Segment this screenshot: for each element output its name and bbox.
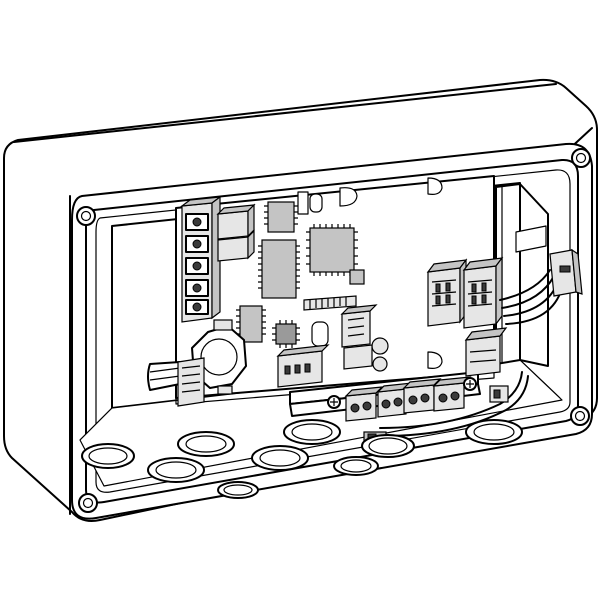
electrolytic-capacitors [371, 337, 389, 372]
pluggable-terminal-4 [432, 376, 472, 412]
mounting-hole-top-left [76, 206, 96, 226]
side-wire-connector [549, 248, 583, 297]
cable-gland-bottom-2 [177, 431, 235, 457]
terminal-screw-2 [185, 235, 209, 253]
cable-gland-bottom-3 [283, 419, 341, 445]
terminal-screw-1 [185, 213, 209, 231]
terminal-screw-4 [185, 279, 209, 297]
cable-gland-front-4 [217, 481, 259, 499]
board-post-lower-right [427, 351, 443, 369]
chip-small-lower [236, 305, 266, 343]
pin-header-center [276, 344, 330, 388]
mounting-hole-bottom-right [570, 406, 590, 426]
right-partition [495, 183, 549, 367]
board-post-top [339, 187, 358, 207]
connector-center-lower [343, 344, 373, 370]
battery-clip-top [213, 319, 233, 331]
lid-mounting-holes [76, 148, 591, 513]
board-post-right [427, 177, 443, 195]
small-sensor-block [489, 385, 509, 403]
crystal-oscillator [311, 321, 329, 347]
cable-gland-front-2 [251, 445, 309, 471]
right-terminal-module-2 [462, 256, 504, 329]
rail-clip-upper-right [515, 225, 547, 253]
relay-lower [217, 229, 255, 262]
chip-small-left [264, 201, 298, 233]
chip-square-processor [306, 224, 358, 276]
battery-holder [191, 319, 247, 395]
rail-screws [327, 377, 477, 409]
pluggable-terminal-3 [402, 378, 442, 414]
cable-glands-bottom [81, 419, 523, 469]
cable-gland-bottom-5 [465, 419, 523, 445]
right-terminal-module-3 [464, 327, 508, 377]
cable-gland-front-1 [147, 457, 205, 483]
pluggable-terminal-1 [344, 386, 384, 422]
cable-gland-bottom-1 [81, 443, 135, 469]
left-ribbon-cable [147, 357, 205, 407]
battery-clip-bottom [217, 385, 233, 395]
terminal-screw-3 [185, 257, 209, 275]
mounting-hole-top-right [571, 148, 591, 168]
ribbon-header [303, 295, 357, 311]
pluggable-terminal-2 [376, 382, 414, 418]
terminal-screw-5 [185, 299, 209, 315]
chip-qfp-small [272, 320, 300, 348]
mounting-hole-bottom-left [78, 493, 98, 513]
board-mounting-posts [339, 177, 443, 369]
cable-gland-bottom-4 [361, 434, 415, 458]
cable-gland-front-3 [333, 456, 379, 476]
rail-screw-right [463, 377, 477, 391]
relay-pair [216, 203, 256, 262]
right-terminal-module-1 [426, 258, 468, 327]
chip-large-center [258, 239, 300, 299]
left-ribbon-connector [177, 357, 205, 407]
relay-upper [216, 203, 256, 240]
cable-glands-front [147, 445, 379, 499]
rail-screw-left [327, 395, 341, 409]
left-terminal-block [179, 195, 223, 323]
capacitor-pair-top [297, 191, 323, 215]
connector-center-upper [340, 304, 378, 348]
chip-tiny-right [349, 269, 365, 285]
